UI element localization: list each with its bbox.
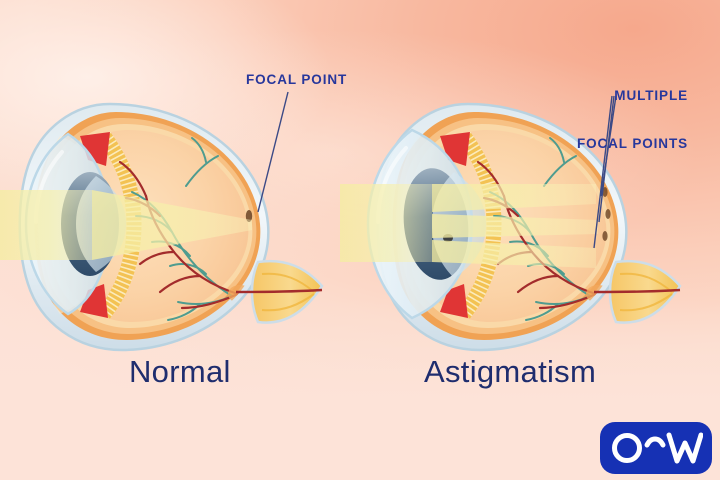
caption-normal: Normal bbox=[129, 354, 231, 389]
logo-mark-ow bbox=[612, 432, 703, 464]
multiple-focal-points-line2: FOCAL POINTS bbox=[576, 136, 688, 151]
multiple-focal-points-label: MULTIPLE FOCAL POINTS bbox=[577, 56, 688, 184]
multiple-focal-points-line1: MULTIPLE bbox=[614, 88, 688, 103]
logo-letter-w bbox=[666, 432, 703, 464]
logo-letter-o bbox=[612, 433, 642, 463]
logo-tilde-icon bbox=[644, 436, 666, 448]
focal-point-label: FOCAL POINT bbox=[246, 72, 348, 87]
logo-badge[interactable] bbox=[600, 422, 712, 474]
caption-astigmatism: Astigmatism bbox=[424, 354, 597, 389]
